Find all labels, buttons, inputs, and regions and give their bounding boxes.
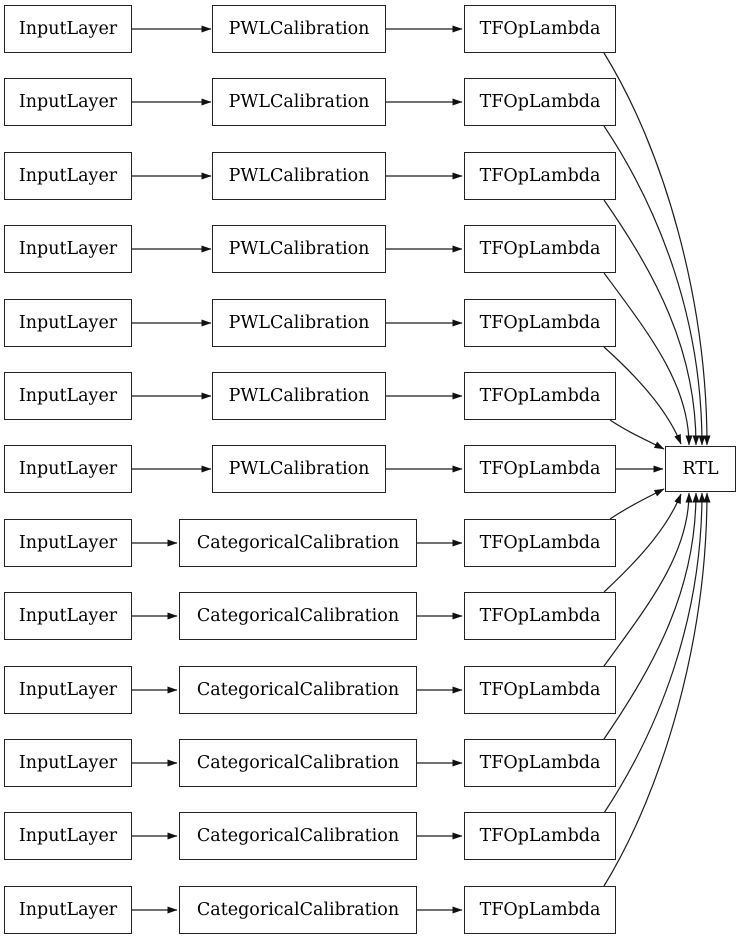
node-tfoplambda-row10: TFOpLambda [464,666,616,714]
node-inputlayer-row9: InputLayer [4,592,132,640]
node-inputlayer-row7: InputLayer [4,445,132,493]
node-calibration-row7: PWLCalibration [212,445,386,493]
node-tfoplambda-row6: TFOpLambda [464,372,616,420]
edge-lambda-to-rtl-row2 [603,125,706,446]
edge-lambda-to-rtl-row9 [603,493,682,593]
edge-lambda-to-rtl-row10 [603,492,693,667]
node-calibration-row11: CategoricalCalibration [179,739,417,787]
node-calibration-row10: CategoricalCalibration [179,666,417,714]
edge-lambda-to-rtl-row4 [603,272,693,446]
node-inputlayer-row10: InputLayer [4,666,132,714]
node-tfoplambda-row13: TFOpLambda [464,886,616,934]
node-inputlayer-row8: InputLayer [4,519,132,567]
node-inputlayer-row1: InputLayer [4,5,132,53]
edge-lambda-to-rtl-row3 [603,199,700,446]
edge-lambda-to-rtl-row13 [603,492,711,887]
node-inputlayer-row5: InputLayer [4,299,132,347]
node-calibration-row1: PWLCalibration [212,5,386,53]
node-calibration-row3: PWLCalibration [212,152,386,200]
node-calibration-row9: CategoricalCalibration [179,592,417,640]
node-inputlayer-row6: InputLayer [4,372,132,420]
node-tfoplambda-row4: TFOpLambda [464,225,616,273]
node-inputlayer-row11: InputLayer [4,739,132,787]
node-tfoplambda-row12: TFOpLambda [464,812,616,860]
edge-lambda-to-rtl-row5 [603,346,682,445]
node-tfoplambda-row11: TFOpLambda [464,739,616,787]
edge-lambda-to-rtl-row1 [603,52,711,446]
node-tfoplambda-row8: TFOpLambda [464,519,616,567]
node-inputlayer-row2: InputLayer [4,78,132,126]
node-tfoplambda-row1: TFOpLambda [464,5,616,53]
node-calibration-row4: PWLCalibration [212,225,386,273]
node-inputlayer-row3: InputLayer [4,152,132,200]
edge-lambda-to-rtl-row8 [609,488,665,520]
node-inputlayer-row4: InputLayer [4,225,132,273]
edge-lambda-to-rtl-row11 [603,492,700,740]
node-tfoplambda-row3: TFOpLambda [464,152,616,200]
node-tfoplambda-row5: TFOpLambda [464,299,616,347]
node-calibration-row2: PWLCalibration [212,78,386,126]
node-tfoplambda-row2: TFOpLambda [464,78,616,126]
node-calibration-row5: PWLCalibration [212,299,386,347]
node-tfoplambda-row7: TFOpLambda [464,445,616,493]
node-calibration-row6: PWLCalibration [212,372,386,420]
node-calibration-row12: CategoricalCalibration [179,812,417,860]
edge-lambda-to-rtl-row6 [609,419,665,450]
node-calibration-row13: CategoricalCalibration [179,886,417,934]
node-calibration-row8: CategoricalCalibration [179,519,417,567]
edge-lambda-to-rtl-row12 [603,492,706,814]
node-inputlayer-row12: InputLayer [4,812,132,860]
node-tfoplambda-row9: TFOpLambda [464,592,616,640]
node-inputlayer-row13: InputLayer [4,886,132,934]
node-rtl-output: RTL [665,446,736,492]
